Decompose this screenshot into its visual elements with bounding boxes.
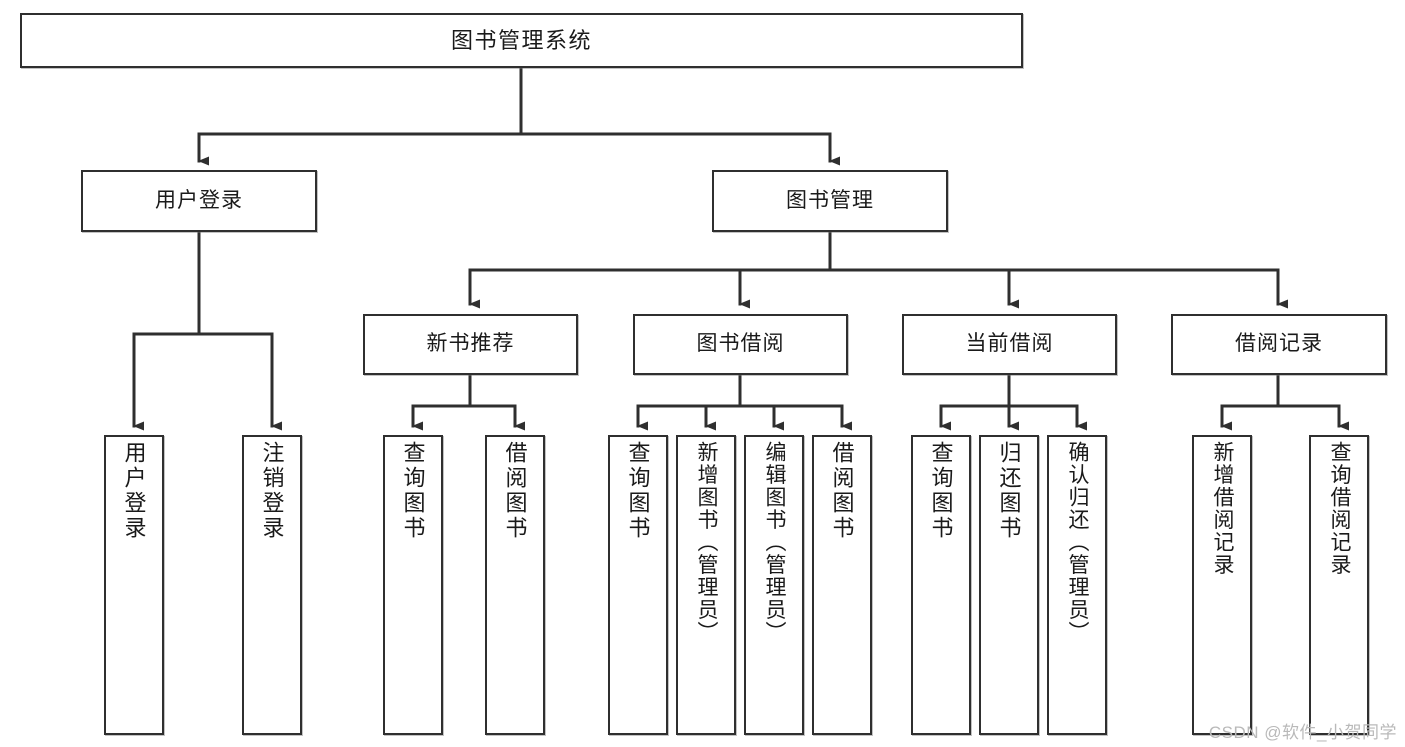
leaf-borrow-add-book-admin[interactable]: 新增图书（管理员） — [676, 435, 736, 735]
node-user-login[interactable]: 用户登录 — [81, 170, 317, 232]
leaf-user-login[interactable]: 用户登录 — [104, 435, 164, 735]
node-label: 借阅记录 — [1235, 332, 1323, 356]
node-book-borrow[interactable]: 图书借阅 — [633, 314, 848, 375]
node-label: 借阅图书 — [502, 441, 528, 541]
node-root-book-management-system[interactable]: 图书管理系统 — [20, 13, 1023, 68]
csdn-watermark: CSDN @软件_小贺同学 — [1208, 723, 1397, 742]
node-label: 查询图书 — [400, 441, 426, 541]
node-label: 图书借阅 — [696, 332, 785, 356]
node-label: 当前借阅 — [965, 332, 1054, 356]
node-borrow-record[interactable]: 借阅记录 — [1171, 314, 1387, 375]
node-label: 查询图书 — [625, 441, 651, 541]
leaf-borrow-borrow-book[interactable]: 借阅图书 — [812, 435, 872, 735]
node-label: 归还图书 — [996, 441, 1022, 541]
leaf-borrow-query-book[interactable]: 查询图书 — [608, 435, 668, 735]
node-label: 编辑图书（管理员） — [763, 441, 787, 644]
node-label: 注销登录 — [259, 441, 285, 541]
node-label: 图书管理系统 — [450, 27, 592, 53]
node-label: 查询图书 — [928, 441, 954, 541]
leaf-current-return-book[interactable]: 归还图书 — [979, 435, 1039, 735]
leaf-newbook-query-book[interactable]: 查询图书 — [383, 435, 443, 735]
leaf-borrow-edit-book-admin[interactable]: 编辑图书（管理员） — [744, 435, 804, 735]
node-label: 图书管理 — [786, 188, 874, 212]
node-label: 新增图书（管理员） — [695, 441, 719, 644]
leaf-current-confirm-return-admin[interactable]: 确认归还（管理员） — [1047, 435, 1107, 735]
node-label: 新书推荐 — [426, 332, 515, 356]
leaf-record-query-record[interactable]: 查询借阅记录 — [1309, 435, 1369, 735]
node-current-borrow[interactable]: 当前借阅 — [902, 314, 1117, 375]
leaf-record-add-record[interactable]: 新增借阅记录 — [1192, 435, 1252, 735]
leaf-current-query-book[interactable]: 查询图书 — [911, 435, 971, 735]
node-label: 查询借阅记录 — [1328, 441, 1352, 576]
node-label: 确认归还（管理员） — [1066, 441, 1090, 644]
node-label: 用户登录 — [121, 441, 147, 541]
node-label: 用户登录 — [155, 188, 243, 212]
leaf-logout[interactable]: 注销登录 — [242, 435, 302, 735]
node-label: 借阅图书 — [829, 441, 855, 541]
leaf-newbook-borrow-book[interactable]: 借阅图书 — [485, 435, 545, 735]
node-label: 新增借阅记录 — [1211, 441, 1235, 576]
node-new-book-recommend[interactable]: 新书推荐 — [363, 314, 578, 375]
node-book-management[interactable]: 图书管理 — [712, 170, 948, 232]
